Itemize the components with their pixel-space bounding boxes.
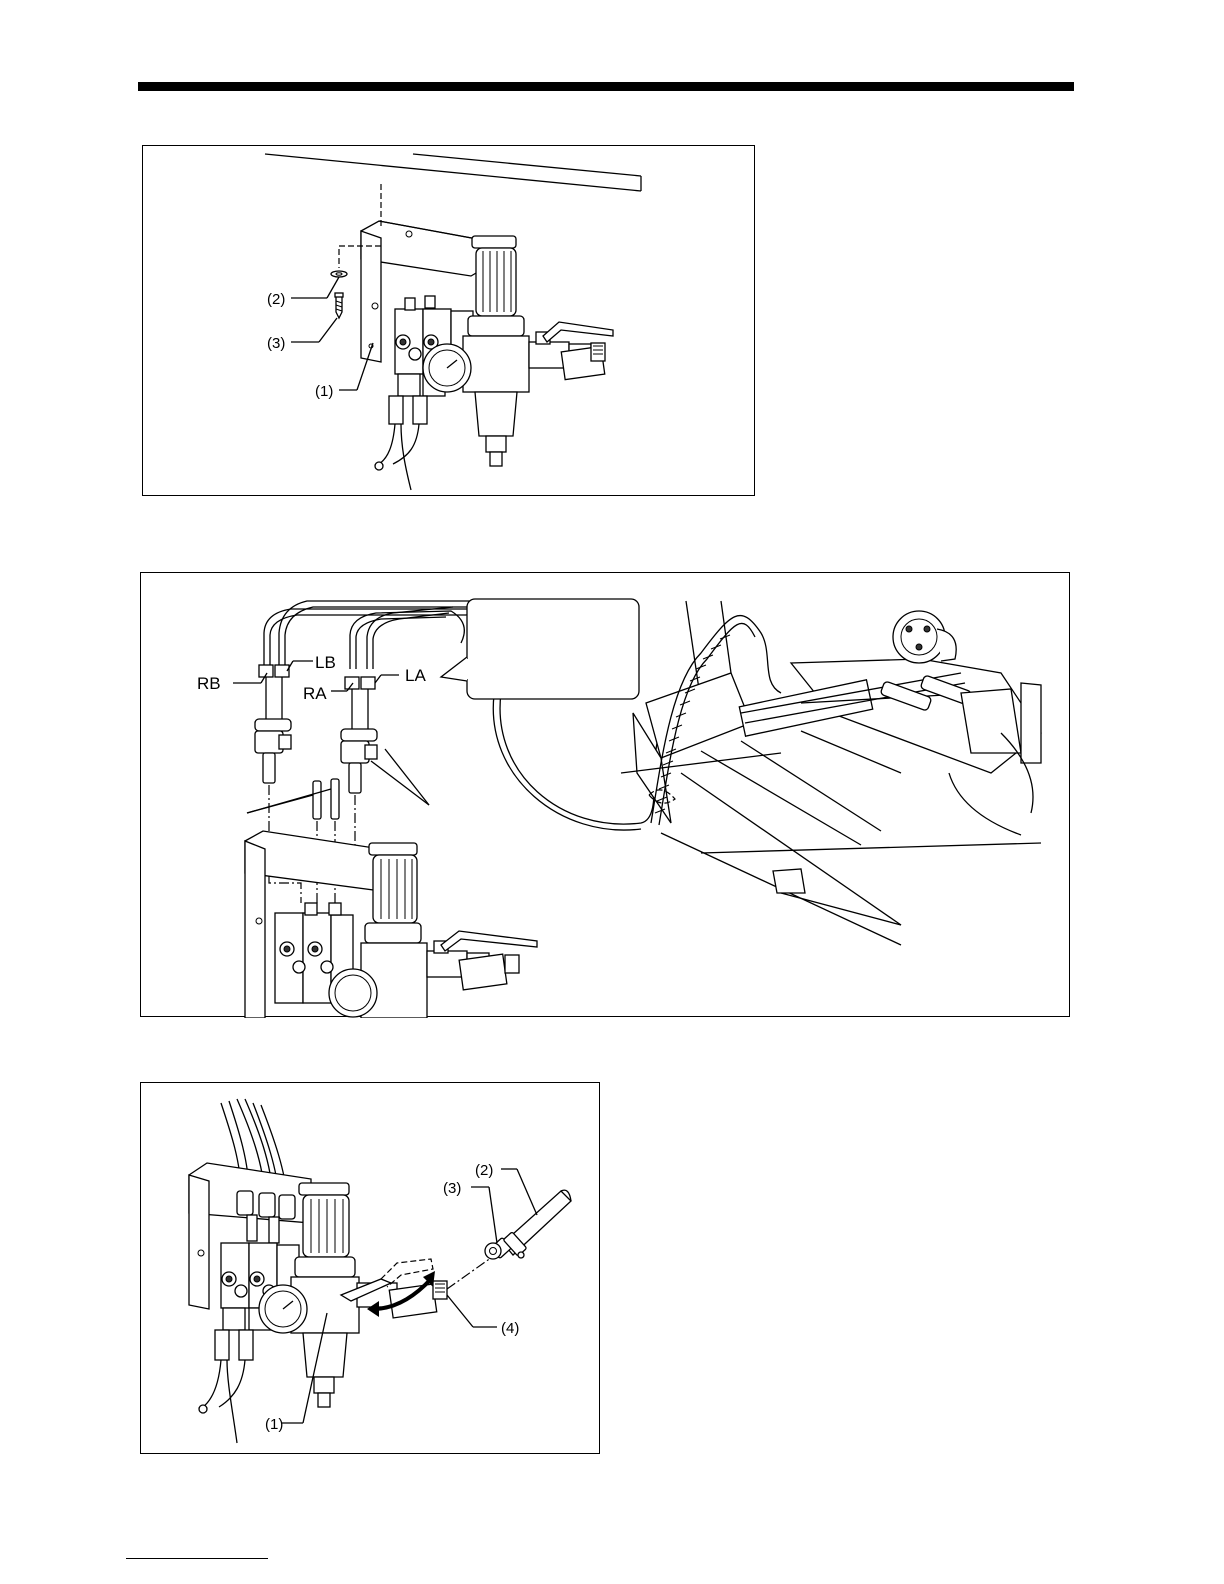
- figure-air-hose-connection: (1) (3) (2) (4): [140, 1082, 600, 1454]
- air-hose-connection-illustration: (1) (3) (2) (4): [141, 1083, 601, 1455]
- air-tube-callouts: RB LB RA LA: [141, 573, 1071, 1018]
- callout-ra-label: RA: [303, 684, 327, 703]
- callout-screw-label: (3): [267, 335, 285, 352]
- callout-band-label: (3): [443, 1180, 461, 1197]
- callout-washer-label: (2): [267, 291, 285, 308]
- footer-rule: [126, 1558, 268, 1559]
- callout-valve-unit-label: (1): [315, 383, 333, 400]
- callout-cock-label: (1): [265, 1416, 283, 1433]
- callout-lb-label: LB: [315, 653, 336, 672]
- callout-la-label: LA: [405, 666, 426, 685]
- callout-rb-label: RB: [197, 674, 221, 693]
- callout-connector-label: (4): [501, 1320, 519, 1337]
- figure-valve-unit-mounting: (2) (3) (1): [142, 145, 755, 496]
- valve-unit-mounting-illustration: (2) (3) (1): [143, 146, 756, 497]
- header-rule: [138, 82, 1074, 91]
- figure-air-tube-connection: RB LB RA LA: [140, 572, 1070, 1017]
- callout-hose-label: (2): [475, 1162, 493, 1179]
